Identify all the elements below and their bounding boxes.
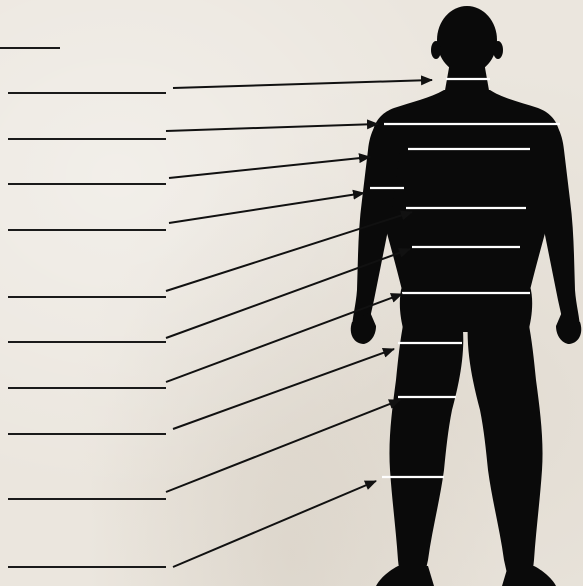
human-body-back-view-icon bbox=[351, 6, 582, 586]
neck-arrow bbox=[173, 80, 432, 88]
upper-back-arrow bbox=[169, 157, 370, 178]
answer-lines bbox=[8, 93, 166, 567]
knee-arrow bbox=[166, 400, 400, 492]
upper-thigh-arrow bbox=[173, 349, 394, 429]
calf-arrow bbox=[173, 481, 376, 567]
upper-arm-arrow bbox=[169, 193, 364, 223]
shoulders-arrow bbox=[166, 124, 378, 131]
